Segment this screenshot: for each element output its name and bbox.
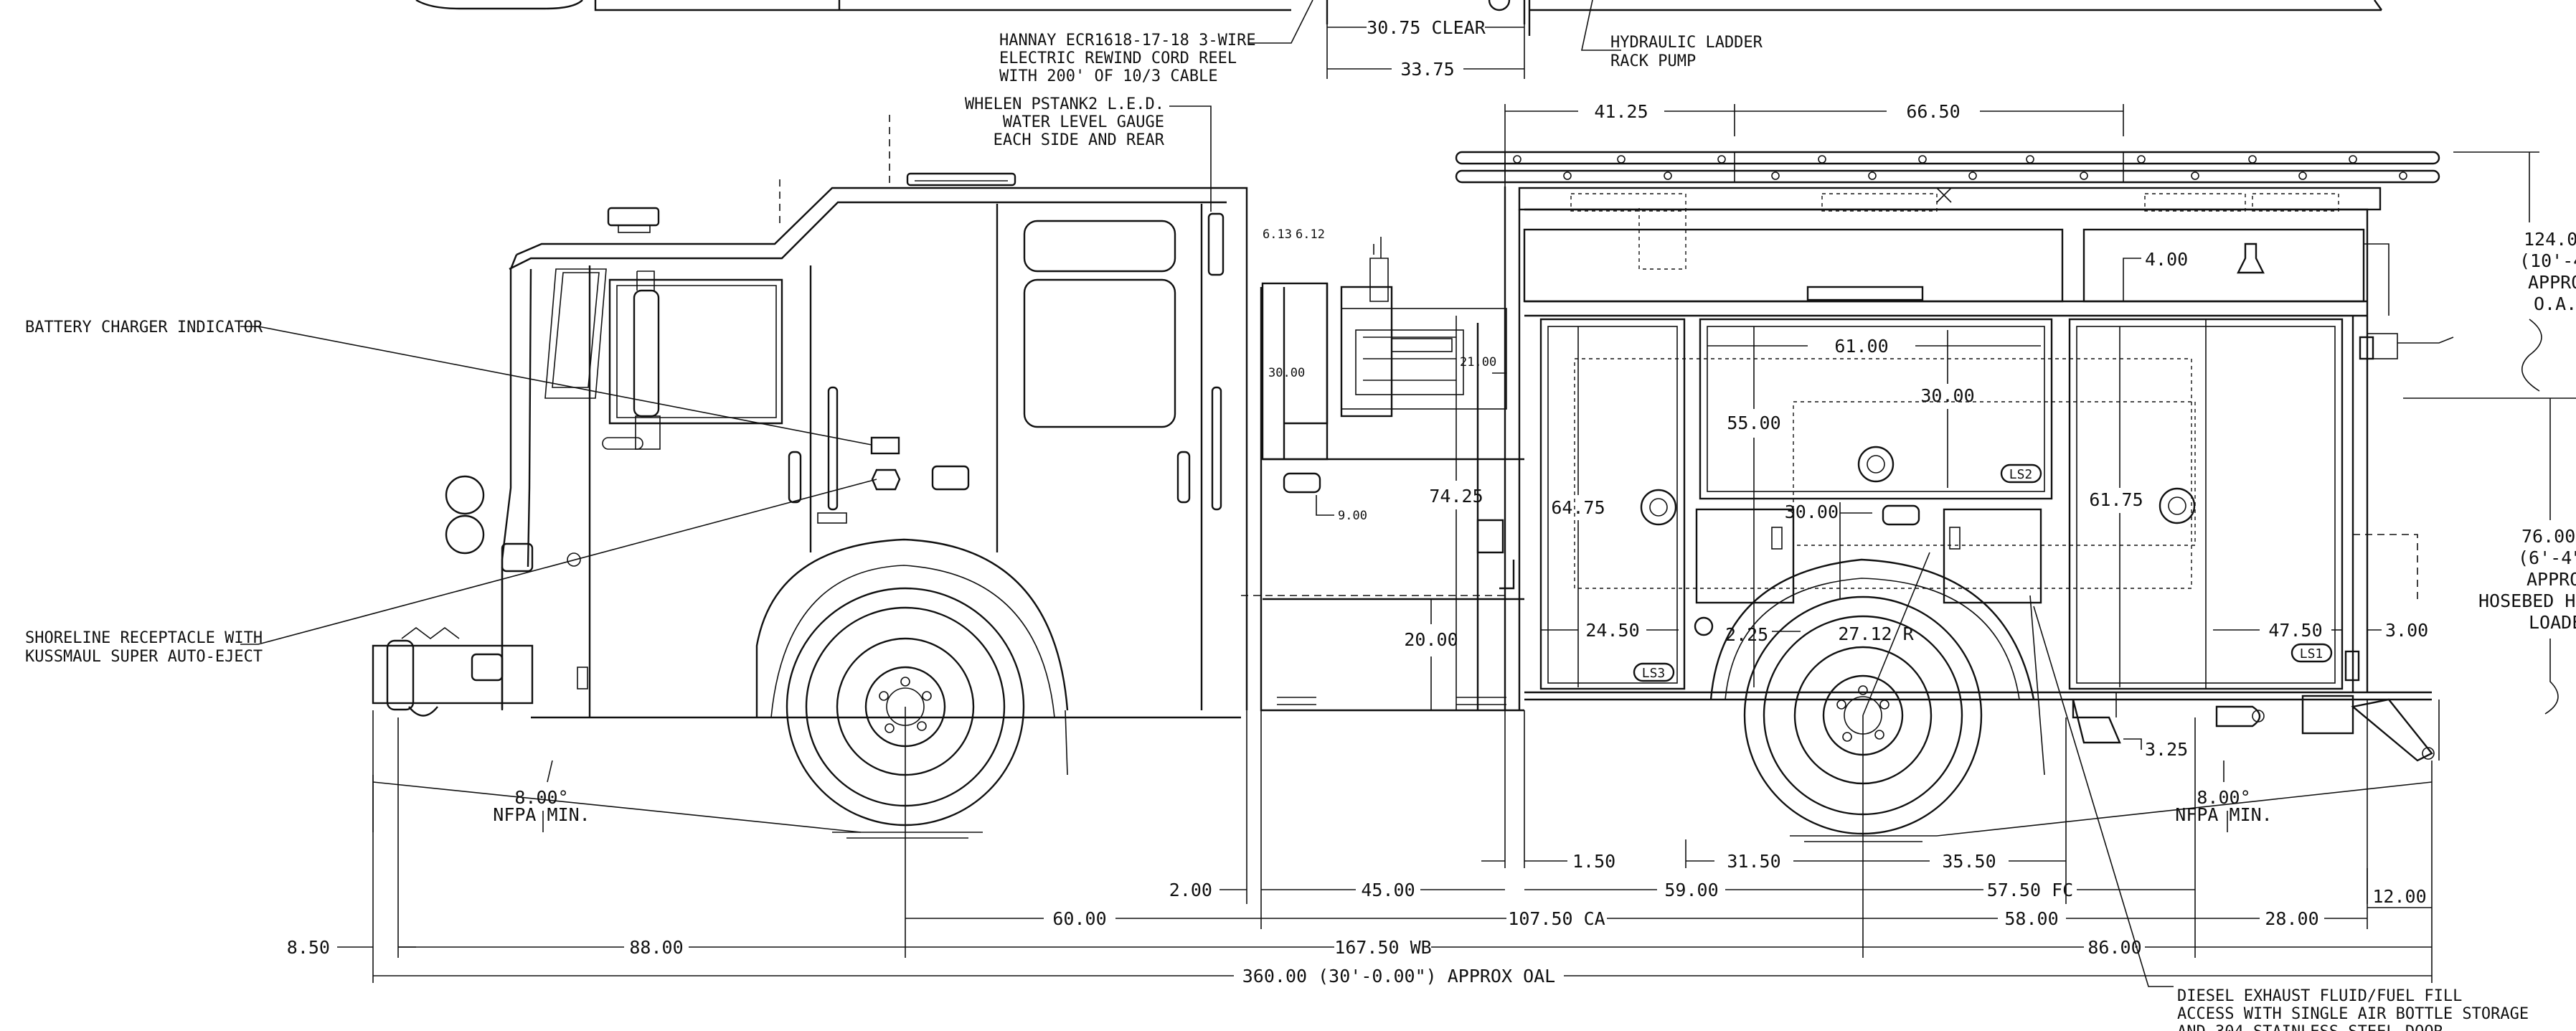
hosebed-line-3: APPROX — [2527, 569, 2576, 590]
hosebed-line-1: 76.00 — [2521, 526, 2575, 547]
badge-ls2: LS2 — [2000, 463, 2042, 484]
approach-angle-value: 8.00° — [514, 787, 568, 808]
dim-hosebed: 76.00 (6'-4") APPROX HOSEBED HEIGHT LOAD… — [2403, 397, 2576, 715]
cab — [372, 115, 1248, 776]
approach-angle-note: NFPA MIN. — [493, 804, 590, 825]
pump-house — [1260, 237, 1524, 712]
callout-shoreline: SHORELINE RECEPTACLE WITH KUSSMAUL SUPER… — [25, 479, 877, 666]
dim-55-00: 55.00 — [1727, 413, 1780, 433]
oah-line-1: 124.00 — [2524, 229, 2576, 250]
badge-ls1: LS1 — [2290, 643, 2333, 663]
dim-107-50: 107.50 CA — [1508, 908, 1605, 929]
dim-8-50: 8.50 — [287, 937, 330, 958]
hosebed-line-5: LOADED — [2529, 612, 2576, 633]
dim-33-75: 33.75 — [1400, 59, 1454, 80]
dim-clear-width: 30.75 CLEAR 33.75 — [1326, 17, 1525, 80]
ladder-pump-line-1: HYDRAULIC LADDER — [1610, 34, 1763, 52]
dim-ladder-rack: 41.25 66.50 — [1504, 101, 2124, 187]
dim-86-00: 86.00 — [2087, 937, 2141, 958]
ls1-label: LS1 — [2300, 646, 2323, 662]
oah-line-3: APPROX — [2528, 272, 2576, 293]
dim-9-00: 9.00 — [1338, 509, 1367, 523]
oah-line-4: O.A.H. — [2534, 293, 2576, 314]
ls2-label: LS2 — [2009, 467, 2033, 482]
dim-6-13: 6.13 — [1263, 227, 1292, 242]
dim-45-00: 45.00 — [1361, 880, 1415, 900]
dim-1-50: 1.50 — [1572, 851, 1615, 872]
ls3-label: LS3 — [1642, 666, 1666, 681]
departure-angle: 8.00° NFPA MIN. — [1936, 761, 2433, 837]
dim-30-00-c: 30.00 — [1268, 366, 1305, 380]
dim-6-12: 6.12 — [1296, 227, 1325, 242]
top-plan-fragment — [415, 0, 2382, 36]
departure-angle-value: 8.00° — [2197, 787, 2250, 808]
oah-line-2: (10'-4") — [2519, 250, 2576, 271]
water-gauge-line-2: WATER LEVEL GAUGE — [1003, 113, 1164, 131]
shoreline-line-1: SHORELINE RECEPTACLE WITH — [25, 629, 263, 647]
ladder-rack — [1455, 151, 2440, 203]
dim-30-00-a: 30.00 — [1920, 385, 1974, 406]
callout-ladder-pump: HYDRAULIC LADDER RACK PUMP — [1581, 0, 1763, 70]
hosebed-line-4: HOSEBED HEIGHT — [2478, 590, 2576, 611]
approach-angle: 8.00° NFPA MIN. — [372, 760, 862, 833]
dim-31-50: 31.50 — [1727, 851, 1780, 872]
dim-35-50: 35.50 — [1942, 851, 1996, 872]
callout-cord-reel: HANNAY ECR1618-17-18 3-WIRE ELECTRIC REW… — [999, 0, 1313, 85]
def-line-3: AND 304 STAINLESS STEEL DOOR — [2177, 1023, 2444, 1031]
ladder-pump-line-2: RACK PUMP — [1610, 52, 1696, 70]
dim-61-75: 61.75 — [2089, 489, 2143, 510]
dim-20-00: 20.00 — [1404, 629, 1458, 650]
cord-reel-line-3: WITH 200' OF 10/3 CABLE — [999, 67, 1218, 85]
dim-24-50: 24.50 — [1585, 620, 1639, 641]
dim-2-25: 2.25 — [1725, 624, 1768, 645]
water-gauge-line-3: EACH SIDE AND REAR — [994, 131, 1165, 149]
dim-61-00: 61.00 — [1834, 336, 1888, 357]
dim-66-50: 66.50 — [1906, 101, 1960, 122]
dim-3-25: 3.25 — [2145, 739, 2188, 760]
dim-41-25: 41.25 — [1594, 101, 1648, 122]
dim-59-00: 59.00 — [1664, 880, 1718, 900]
dim-58-00: 58.00 — [2004, 908, 2058, 929]
dim-74-25: 74.25 — [1429, 486, 1483, 507]
dim-360-oal: 360.00 (30'-0.00") APPROX OAL — [1242, 966, 1556, 987]
badge-ls3: LS3 — [1633, 662, 1675, 682]
apparatus-body: LS1 LS2 LS3 — [1241, 187, 2454, 710]
water-gauge-line-1: WHELEN PSTANK2 L.E.D. — [965, 95, 1164, 113]
dim-30-00-b: 30.00 — [1785, 502, 1839, 522]
bottom-dimensions: 1.50 31.50 35.50 2.00 45.00 59.00 57.50 … — [287, 700, 2433, 987]
dim-88-00: 88.00 — [629, 937, 683, 958]
dim-2-00: 2.00 — [1169, 880, 1212, 900]
dim-4-00: 4.00 — [2145, 249, 2188, 270]
dim-3-00: 3.00 — [2385, 620, 2428, 641]
callout-water-gauge: WHELEN PSTANK2 L.E.D. WATER LEVEL GAUGE … — [965, 95, 1212, 212]
battery-label: BATTERY CHARGER INDICATOR — [25, 319, 263, 336]
body-dimensions: 4.00 61.00 30.00 55.00 64.75 61.75 30.00… — [1263, 227, 2428, 760]
def-line-2: ACCESS WITH SINGLE AIR BOTTLE STORAGE — [2177, 1005, 2529, 1023]
dim-21-00: 21.00 — [1460, 355, 1496, 369]
dim-47-50: 47.50 — [2268, 620, 2322, 641]
departure-angle-note: NFPA MIN. — [2175, 804, 2272, 825]
callout-battery: BATTERY CHARGER INDICATOR — [25, 319, 872, 446]
cord-reel-line-2: ELECTRIC REWIND CORD REEL — [999, 50, 1237, 67]
dim-27-12: 27.12 R — [1838, 623, 1914, 644]
dim-167-50: 167.50 WB — [1334, 937, 1431, 958]
dim-28-00: 28.00 — [2265, 908, 2318, 929]
dim-64-75: 64.75 — [1551, 497, 1605, 518]
dim-12-00: 12.00 — [2372, 886, 2426, 907]
dim-30-75: 30.75 CLEAR — [1367, 17, 1486, 38]
hosebed-line-2: (6'-4") — [2518, 547, 2576, 568]
shoreline-line-2: KUSSMAUL SUPER AUTO-EJECT — [25, 648, 263, 666]
def-line-1: DIESEL EXHAUST FLUID/FUEL FILL — [2177, 987, 2462, 1005]
cord-reel-line-1: HANNAY ECR1618-17-18 3-WIRE — [999, 32, 1256, 50]
callout-def-fill: DIESEL EXHAUST FLUID/FUEL FILL ACCESS WI… — [2033, 606, 2529, 1031]
dim-60-00: 60.00 — [1052, 908, 1106, 929]
rear-step — [2072, 695, 2440, 762]
dim-oah: 124.00 (10'-4") APPROX O.A.H. — [2453, 151, 2576, 392]
dim-57-50: 57.50 FC — [1987, 880, 2073, 900]
